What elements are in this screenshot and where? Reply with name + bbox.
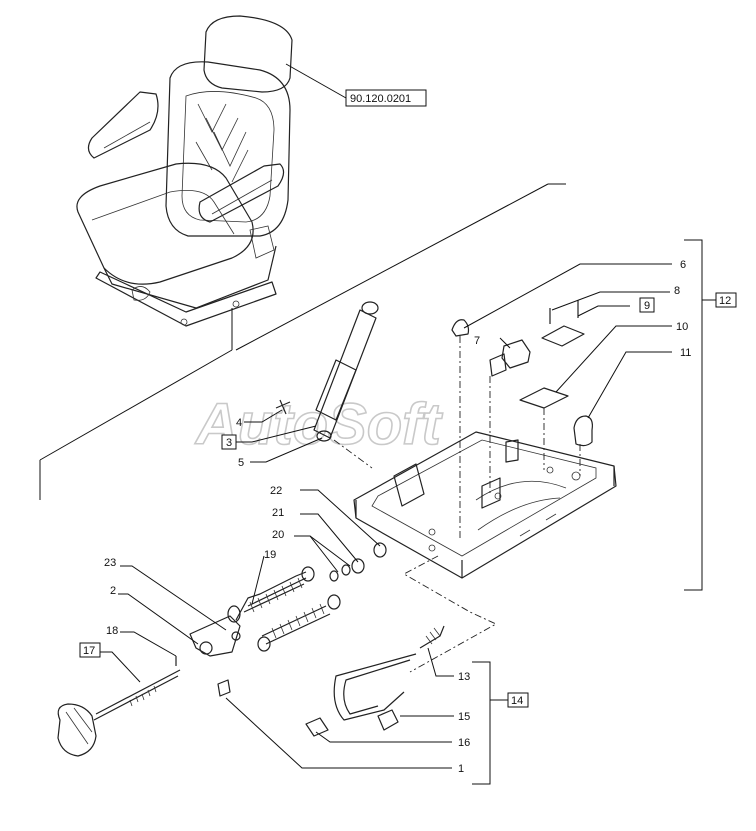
callout-12-box (715, 292, 737, 308)
callout-22: 22 (270, 485, 282, 497)
springs (227, 566, 341, 652)
callout-18: 18 (106, 625, 118, 637)
group-bracket-12 (684, 239, 716, 591)
adjuster-link (175, 615, 241, 697)
callout-21: 21 (272, 507, 284, 519)
callout-9: 9 (644, 300, 650, 312)
callout-17-box (79, 642, 101, 658)
callout-5: 5 (238, 457, 244, 469)
assembly-dashed-lines (333, 336, 581, 673)
callout-9-box (639, 297, 655, 313)
gas-strut (275, 301, 379, 442)
reference-box (345, 89, 427, 107)
callout-13: 13 (458, 671, 470, 683)
callout-15: 15 (458, 711, 470, 723)
lever-group (305, 625, 445, 737)
callout-8: 8 (674, 285, 680, 297)
callout-20: 20 (272, 529, 284, 541)
callout-16: 16 (458, 737, 470, 749)
seat-base-frame (353, 431, 617, 579)
upper-small-parts (451, 300, 593, 447)
callout-17: 17 (83, 645, 95, 657)
callout-3-box (221, 434, 237, 450)
callout-6: 6 (680, 259, 686, 271)
group-bracket-14 (472, 661, 508, 785)
callout-3: 3 (226, 437, 232, 449)
callout-11: 11 (680, 347, 691, 359)
callout-19: 19 (264, 549, 276, 561)
callout-4: 4 (236, 417, 242, 429)
callout-23: 23 (104, 557, 116, 569)
washers (329, 542, 387, 582)
seat-leader-lines (39, 63, 566, 500)
callout-1: 1 (458, 763, 464, 775)
callout-labels: 90.120.0201 6 8 9 12 10 11 7 4 3 5 22 21… (79, 89, 737, 775)
callout-12: 12 (719, 295, 731, 307)
adjuster-knob (57, 669, 181, 757)
callout-14-box (507, 692, 529, 708)
reference-label: 90.120.0201 (350, 93, 411, 105)
seat-assembly (76, 15, 293, 327)
callout-leaders (96, 263, 672, 769)
callout-2: 2 (110, 585, 116, 597)
callout-10: 10 (676, 321, 688, 333)
callout-7: 7 (474, 335, 480, 347)
callout-14: 14 (511, 695, 523, 707)
